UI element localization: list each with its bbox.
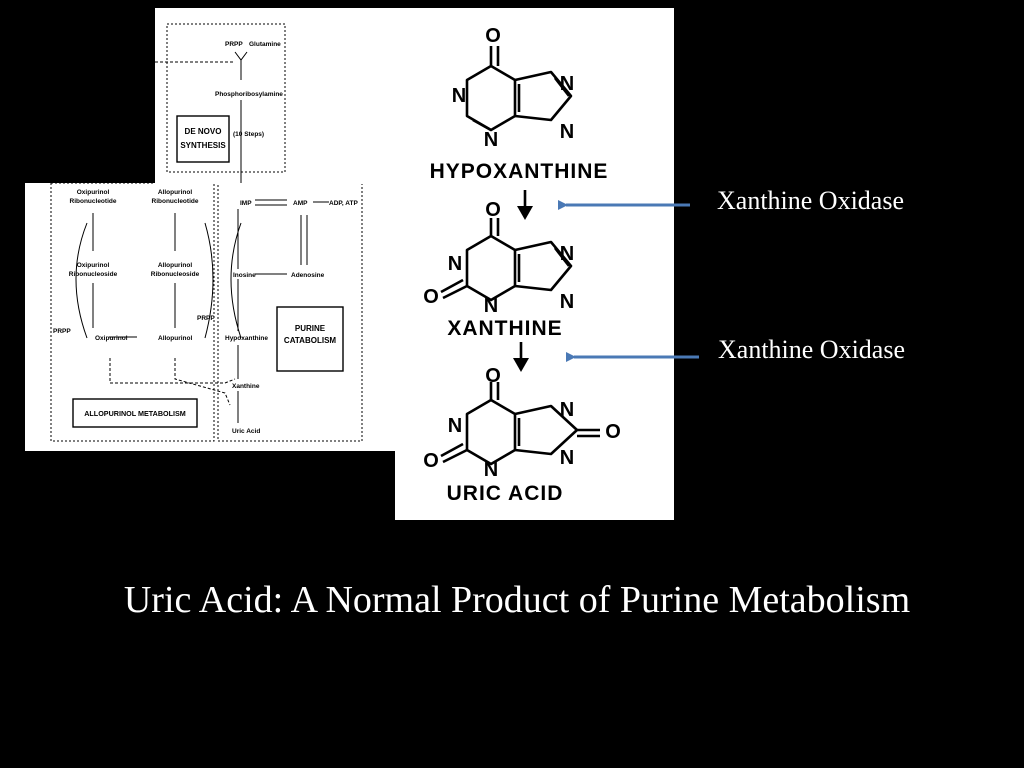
atom-n: N [560, 399, 574, 421]
label-oxipurinol-ribonucleotide-2: Ribonucleotide [70, 198, 117, 205]
label-prpp-top: PRPP [225, 41, 243, 48]
oxipurinol-curve [75, 222, 88, 339]
atom-n: N [484, 295, 498, 317]
atom-n: N [560, 243, 574, 265]
label-adenosine: Adenosine [291, 272, 325, 279]
label-inosine: Inosine [233, 272, 256, 279]
atom-o: O [485, 25, 501, 47]
hypoxanthine-label: HYPOXANTHINE [430, 160, 609, 183]
atom-o: O [485, 365, 501, 387]
label-uric-acid: Uric Acid [232, 428, 260, 435]
atom-n: N [448, 253, 462, 275]
atom-o: O [423, 450, 439, 472]
label-imp: IMP [240, 200, 252, 207]
label-purine-catabolism-2: CATABOLISM [284, 336, 336, 345]
atom-n: N [484, 129, 498, 151]
atom-o: O [485, 199, 501, 221]
atom-n: N [560, 447, 574, 469]
atom-o: O [605, 421, 621, 443]
label-oxipurinol-ribonucleoside-1: Oxipurinol [77, 262, 110, 269]
label-xanthine: Xanthine [232, 383, 260, 390]
imp-curve [230, 222, 242, 339]
atom-n: N [448, 415, 462, 437]
atom-n: N [452, 85, 466, 107]
label-de-novo-1: DE NOVO [185, 127, 222, 136]
reaction-arrowhead-2 [513, 358, 529, 372]
allopurinol-curve [204, 222, 214, 339]
de-novo-diagram: PRPP Glutamine Phosphoribosylamine (10 S… [106, 23, 286, 183]
atom-n: N [560, 291, 574, 313]
de-novo-box [176, 115, 230, 163]
label-oxipurinol: Oxipurinol [95, 335, 128, 342]
chemical-structures: O N N N N O N O N N N O N O N N N O HYPO… [423, 25, 621, 505]
enzyme-label-2: Xanthine Oxidase [718, 335, 906, 364]
label-allopurinol: Allopurinol [158, 335, 192, 342]
label-oxipurinol-ribonucleoside-2: Ribonucleoside [69, 271, 118, 278]
atom-n: N [560, 73, 574, 95]
reaction-arrowhead-1 [517, 206, 533, 220]
purine-catabolism-box [276, 306, 344, 372]
atom-n: N [484, 459, 498, 481]
de-novo-panel: PRPP Glutamine Phosphoribosylamine (10 S… [106, 8, 395, 184]
pathway-diagram: Oxipurinol Ribonucleotide Allopurinol Ri… [50, 62, 363, 442]
label-allopurinol-ribonucleotide-1: Allopurinol [158, 189, 192, 196]
pathway-diagram-panel: Oxipurinol Ribonucleotide Allopurinol Ri… [25, 62, 395, 451]
hypoxanthine-structure [465, 46, 573, 132]
chemical-structures-panel: O N N N N O N O N N N O N O N N N O HYPO… [395, 8, 674, 520]
label-allopurinol-metabolism: ALLOPURINOL METABOLISM [84, 409, 186, 418]
label-allopurinol-ribonucleoside-2: Ribonucleoside [151, 271, 200, 278]
label-10-steps: (10 Steps) [233, 131, 264, 138]
label-hypoxanthine: Hypoxanthine [225, 335, 268, 342]
de-novo-dotted-box [166, 23, 286, 173]
allopurinol-metabolism-box [72, 398, 198, 428]
arrow-glutamine-phosphoribosylamine [234, 51, 248, 80]
uric-acid-label: URIC ACID [447, 482, 564, 505]
allopurinol-dotted-box [50, 182, 215, 442]
label-oxipurinol-ribonucleotide-1: Oxipurinol [77, 189, 110, 196]
label-adp-atp: ADP, ATP [329, 200, 358, 207]
xanthine-structure [440, 218, 573, 302]
label-purine-catabolism-1: PURINE [295, 324, 326, 333]
inhibition-line-oxipurinol [109, 358, 236, 384]
enzyme-label-1: Xanthine Oxidase [717, 186, 905, 215]
label-de-novo-2: SYNTHESIS [180, 141, 226, 150]
label-allopurinol-ribonucleotide-2: Ribonucleotide [152, 198, 199, 205]
inhibition-line-allopurinol [174, 358, 231, 406]
uric-acid-structure [440, 382, 600, 466]
label-glutamine: Glutamine [249, 41, 281, 48]
label-prpp-right: PRPP [197, 315, 215, 322]
xanthine-label: XANTHINE [447, 317, 562, 340]
slide-title: Uric Acid: A Normal Product of Purine Me… [123, 579, 911, 621]
label-allopurinol-ribonucleoside-1: Allopurinol [158, 262, 192, 269]
label-prpp-left: PRPP [53, 328, 71, 335]
atom-n: N [560, 121, 574, 143]
label-amp: AMP [293, 200, 308, 207]
atom-o: O [423, 286, 439, 308]
label-phosphoribosylamine: Phosphoribosylamine [215, 91, 283, 98]
